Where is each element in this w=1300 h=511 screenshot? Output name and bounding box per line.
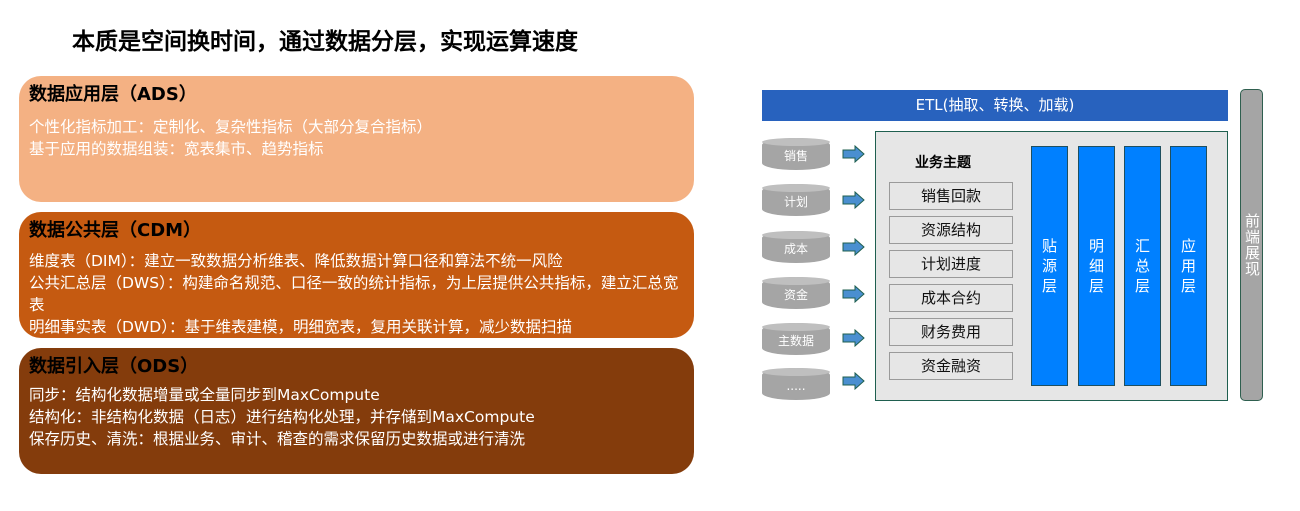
ads-layer: 数据应用层（ADS） 个性化指标加工：定制化、复杂性指标（大部分复合指标） 基于… (19, 76, 694, 202)
topic-item: 财务费用 (889, 318, 1013, 346)
topic-item: 计划进度 (889, 250, 1013, 278)
source-cylinder: 主数据 (762, 323, 830, 355)
source-cylinder: 资金 (762, 277, 830, 309)
ods-heading: 数据引入层（ODS） (29, 356, 199, 377)
ods-line: 结构化：非结构化数据（日志）进行结构化处理，并存储到MaxCompute (29, 408, 535, 426)
arrow-right-icon (842, 145, 865, 163)
topic-title: 业务主题 (915, 155, 971, 171)
arrow-right-icon (842, 285, 865, 303)
source-cylinder: ..... (762, 368, 830, 400)
ads-line: 个性化指标加工：定制化、复杂性指标（大部分复合指标） (29, 118, 433, 136)
topic-item: 成本合约 (889, 284, 1013, 312)
ads-line: 基于应用的数据组装：宽表集市、趋势指标 (29, 140, 324, 158)
layer-column: 贴源层 (1031, 146, 1068, 386)
source-cylinder: 成本 (762, 231, 830, 263)
ods-line: 同步：结构化数据增量或全量同步到MaxCompute (29, 386, 380, 404)
topic-item: 资源结构 (889, 216, 1013, 244)
arrow-right-icon (842, 372, 865, 390)
cdm-line: 维度表（DIM）：建立一致数据分析维表、降低数据计算口径和算法不统一风险 (29, 252, 563, 270)
cdm-line: 公共汇总层（DWS）：构建命名规范、口径一致的统计指标，为上层提供公共指标，建立… (29, 274, 679, 314)
page-title: 本质是空间换时间，通过数据分层，实现运算速度 (72, 29, 578, 55)
ads-heading: 数据应用层（ADS） (29, 84, 197, 105)
ods-line: 保存历史、清洗：根据业务、审计、稽查的需求保留历史数据或进行清洗 (29, 430, 526, 448)
cdm-heading: 数据公共层（CDM） (29, 220, 202, 241)
layer-column: 明细层 (1078, 146, 1115, 386)
cdm-line: 明细事实表（DWD）：基于维表建模，明细宽表，复用关联计算，减少数据扫描 (29, 318, 572, 336)
arrow-right-icon (842, 191, 865, 209)
arrow-right-icon (842, 329, 865, 347)
source-cylinder: 销售 (762, 138, 830, 170)
source-cylinder: 计划 (762, 184, 830, 216)
ods-layer: 数据引入层（ODS） 同步：结构化数据增量或全量同步到MaxCompute 结构… (19, 348, 694, 474)
layer-column: 应用层 (1170, 146, 1207, 386)
topic-item: 资金融资 (889, 352, 1013, 380)
topic-item: 销售回款 (889, 182, 1013, 210)
layer-column: 汇总层 (1124, 146, 1161, 386)
cdm-layer: 数据公共层（CDM） 维度表（DIM）：建立一致数据分析维表、降低数据计算口径和… (19, 212, 694, 338)
front-display-bar: 前端展现 (1240, 89, 1263, 401)
arrow-right-icon (842, 238, 865, 256)
etl-bar: ETL(抽取、转换、加载) (762, 90, 1228, 121)
